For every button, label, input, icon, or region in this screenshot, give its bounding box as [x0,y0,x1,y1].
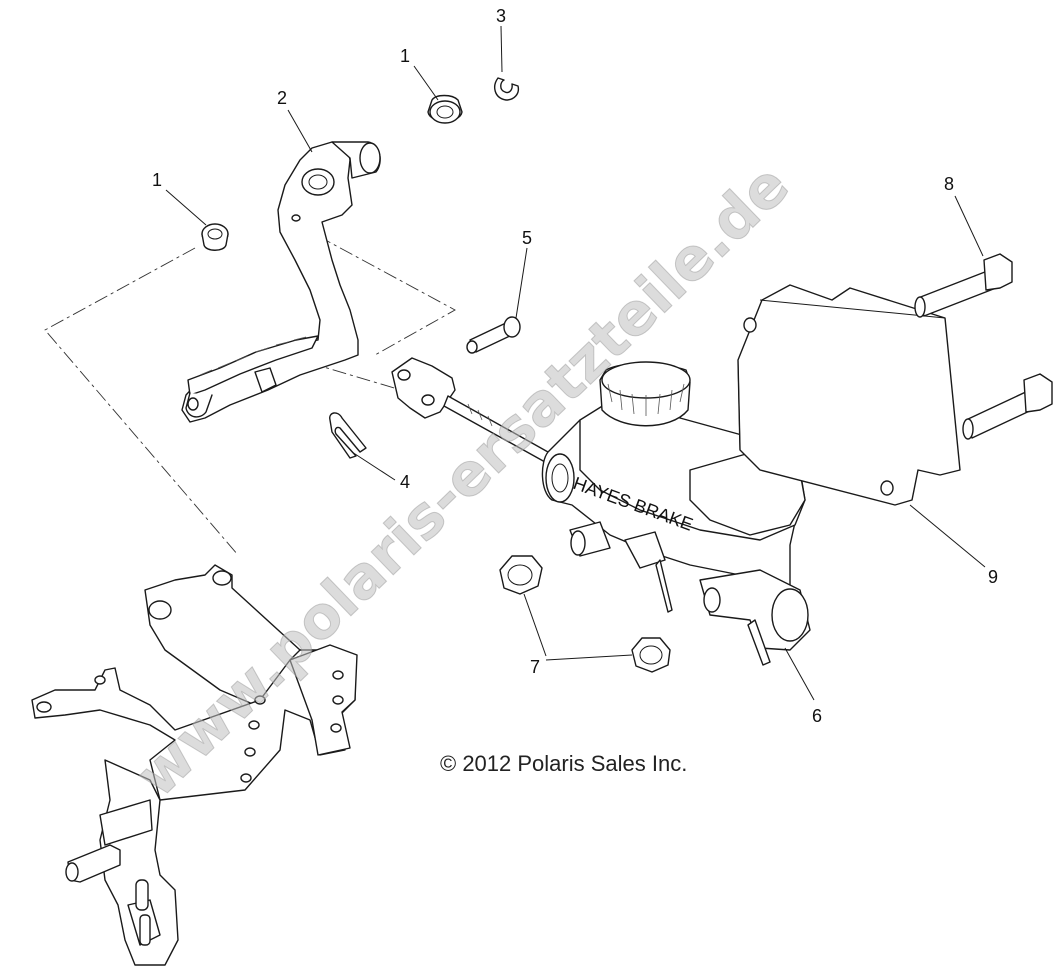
frame-bracket [31,564,358,966]
callout-4: 4 [400,472,410,492]
clip [494,77,520,101]
callout-2: 2 [277,88,287,108]
master-cylinder: HAYES BRAKE [541,361,811,666]
callout-3: 3 [496,6,506,26]
bolt-lower [962,373,1053,440]
callout-7: 7 [530,657,540,677]
callout-1-left: 1 [152,170,162,190]
nut-upper [499,555,543,595]
copyright-notice: © 2012 Polaris Sales Inc. [440,751,687,776]
brake-pedal [181,141,381,423]
callout-9: 9 [988,567,998,587]
push-rod [391,357,549,463]
callout-8: 8 [944,174,954,194]
callout-1-top: 1 [400,46,410,66]
callout-6: 6 [812,706,822,726]
clevis-pin [466,316,521,354]
bolt-upper [914,253,1013,318]
leader-lines [165,25,986,701]
bushing-top [427,94,463,124]
cotter-pin [329,412,367,459]
callout-5: 5 [522,228,532,248]
bushing-left [201,223,229,251]
mounting-plate [737,284,961,506]
nut-lower [631,637,671,673]
callouts: 1 1 2 3 4 5 6 7 8 9 [152,6,998,726]
